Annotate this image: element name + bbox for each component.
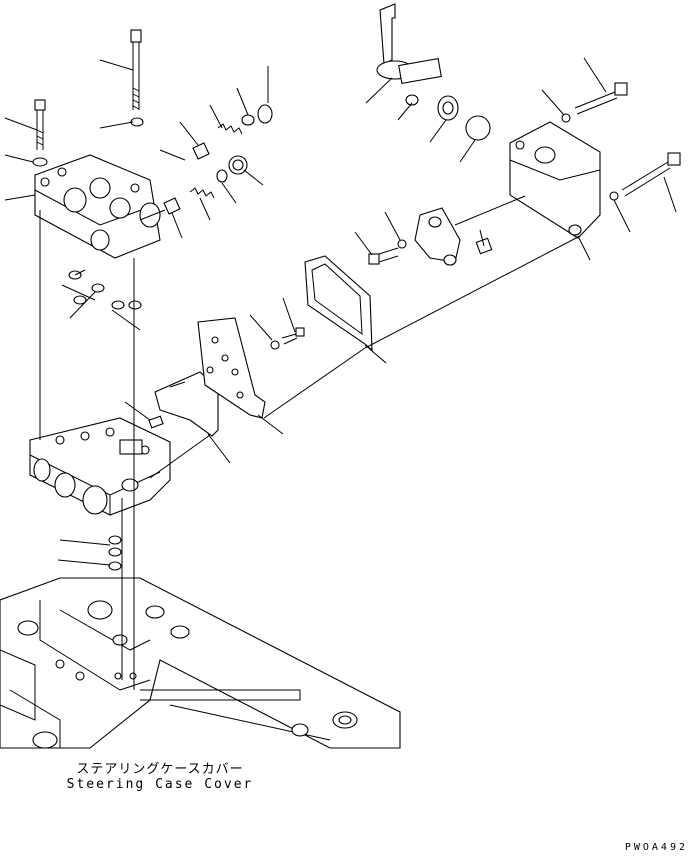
- housing-bolt-side: [609, 152, 681, 201]
- cover-plate: [197, 317, 266, 419]
- caption-japanese: ステアリングケースカバー: [76, 762, 244, 777]
- lever-housing: [509, 121, 601, 239]
- valve-bolt-left: [34, 99, 46, 150]
- cover-bolt: [270, 327, 305, 350]
- upper-valve-body: [34, 154, 161, 259]
- leader-lines: [4, 57, 677, 566]
- pin: [148, 415, 164, 429]
- link-part: [414, 207, 493, 266]
- gasket-large: [304, 255, 373, 352]
- washer-left: [32, 157, 48, 167]
- assembly-guide-lines: [39, 149, 581, 690]
- drawing-code: PWOA492: [624, 842, 688, 853]
- housing-bolt-top: [561, 82, 628, 123]
- steering-case-cover: [0, 577, 401, 749]
- o-rings-lower: [108, 535, 122, 571]
- o-rings-upper: [68, 270, 142, 310]
- lever-assembly: [376, 3, 491, 141]
- spring-plug-upper: [163, 104, 273, 215]
- gasket-small: [154, 371, 219, 437]
- lower-valve-body: [29, 417, 171, 516]
- link-bolt: [368, 239, 407, 265]
- valve-bolt-right: [130, 29, 142, 110]
- caption-english: Steering Case Cover: [66, 777, 254, 792]
